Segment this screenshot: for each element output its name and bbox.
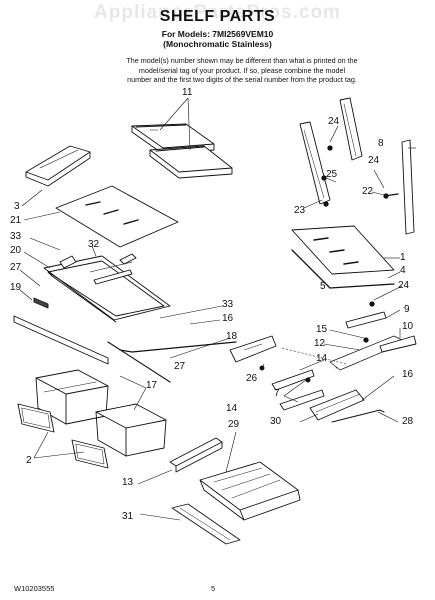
callout-label: 24 (328, 116, 340, 127)
page-number: 5 (211, 584, 216, 593)
glass-shelf-21 (55, 185, 179, 248)
callout-label: 2 (26, 455, 32, 466)
callout-label: 33 (222, 299, 234, 310)
rail-upright-right (401, 139, 415, 235)
callout-label: 28 (402, 416, 414, 427)
callout-label: 29 (228, 419, 240, 430)
callout-label: 3 (14, 201, 20, 212)
small-shelf (25, 145, 91, 187)
callout-label: 19 (10, 282, 22, 293)
callout-label: 23 (294, 205, 306, 216)
crisper-left (35, 369, 109, 425)
callout-label: 1 (400, 252, 406, 263)
callout-label: 21 (10, 215, 22, 226)
callout-label: 12 (314, 338, 326, 349)
callout-label: 27 (10, 262, 22, 273)
trim-4 (291, 249, 395, 289)
shelf-frame-20 (43, 253, 171, 323)
callout-label: 8 (378, 138, 384, 149)
callout-label: 4 (400, 265, 406, 276)
callout-label: 14 (226, 403, 238, 414)
deli-tray-31 (171, 503, 241, 545)
bracket-16 (229, 335, 277, 363)
callout-label: 10 (402, 321, 414, 332)
callout-label: 33 (10, 231, 22, 242)
crisper-right (95, 403, 167, 457)
deli-cover-13 (169, 437, 223, 473)
callout-label: 32 (88, 239, 100, 250)
callout-label: 30 (270, 416, 282, 427)
callout-label: 16 (222, 313, 234, 324)
bracket-7 (271, 369, 325, 411)
callout-label: 17 (146, 380, 158, 391)
callout-label: 16 (402, 369, 414, 380)
callout-label: 27 (174, 361, 186, 372)
callout-label: 25 (326, 169, 338, 180)
document-number: W10203555 (14, 584, 55, 593)
callout-label: 13 (122, 477, 134, 488)
note-line: The model(s) number shown may be differe… (126, 56, 358, 65)
callout-label: 20 (10, 245, 22, 256)
callout-label: 31 (122, 511, 134, 522)
callout-label: 9 (404, 304, 410, 315)
callout-label: 7 (274, 388, 280, 399)
callout-label: 5 (320, 281, 326, 292)
deli-drawer-29 (199, 461, 301, 521)
rod-27 (107, 341, 171, 383)
rail-upright-8 (339, 97, 363, 161)
drawer-front-lower (71, 439, 109, 469)
note-line: number and the first two digits of the s… (127, 75, 357, 85)
bracket-16-right (309, 389, 365, 421)
glass-shelf-1 (291, 225, 395, 275)
rail-19 (13, 297, 109, 365)
callout-label: 26 (246, 373, 258, 384)
watermark: AppliancePartsPros.com (94, 2, 341, 23)
callout-label: 22 (362, 186, 374, 197)
drawer-front-upper (17, 403, 55, 433)
callout-label: 18 (226, 331, 238, 342)
rod-28 (331, 409, 385, 423)
model-note: The model(s) number shown may be differe… (92, 56, 392, 85)
callout-label: 24 (368, 155, 380, 166)
callout-label: 14 (316, 353, 328, 364)
page-title: SHELF PARTS (159, 8, 276, 25)
rail-23-left (299, 121, 331, 205)
callout-label: 24 (398, 280, 410, 291)
callout-label: 11 (182, 87, 193, 98)
model-number: For Models: 7MI2569VEM10 (161, 29, 274, 39)
note-line: model/serial tag of your product. If so,… (138, 65, 346, 75)
callout-label: 15 (316, 324, 328, 335)
upper-shelf-right (149, 145, 233, 179)
model-finish: (Monochromatic Stainless) (163, 39, 272, 49)
